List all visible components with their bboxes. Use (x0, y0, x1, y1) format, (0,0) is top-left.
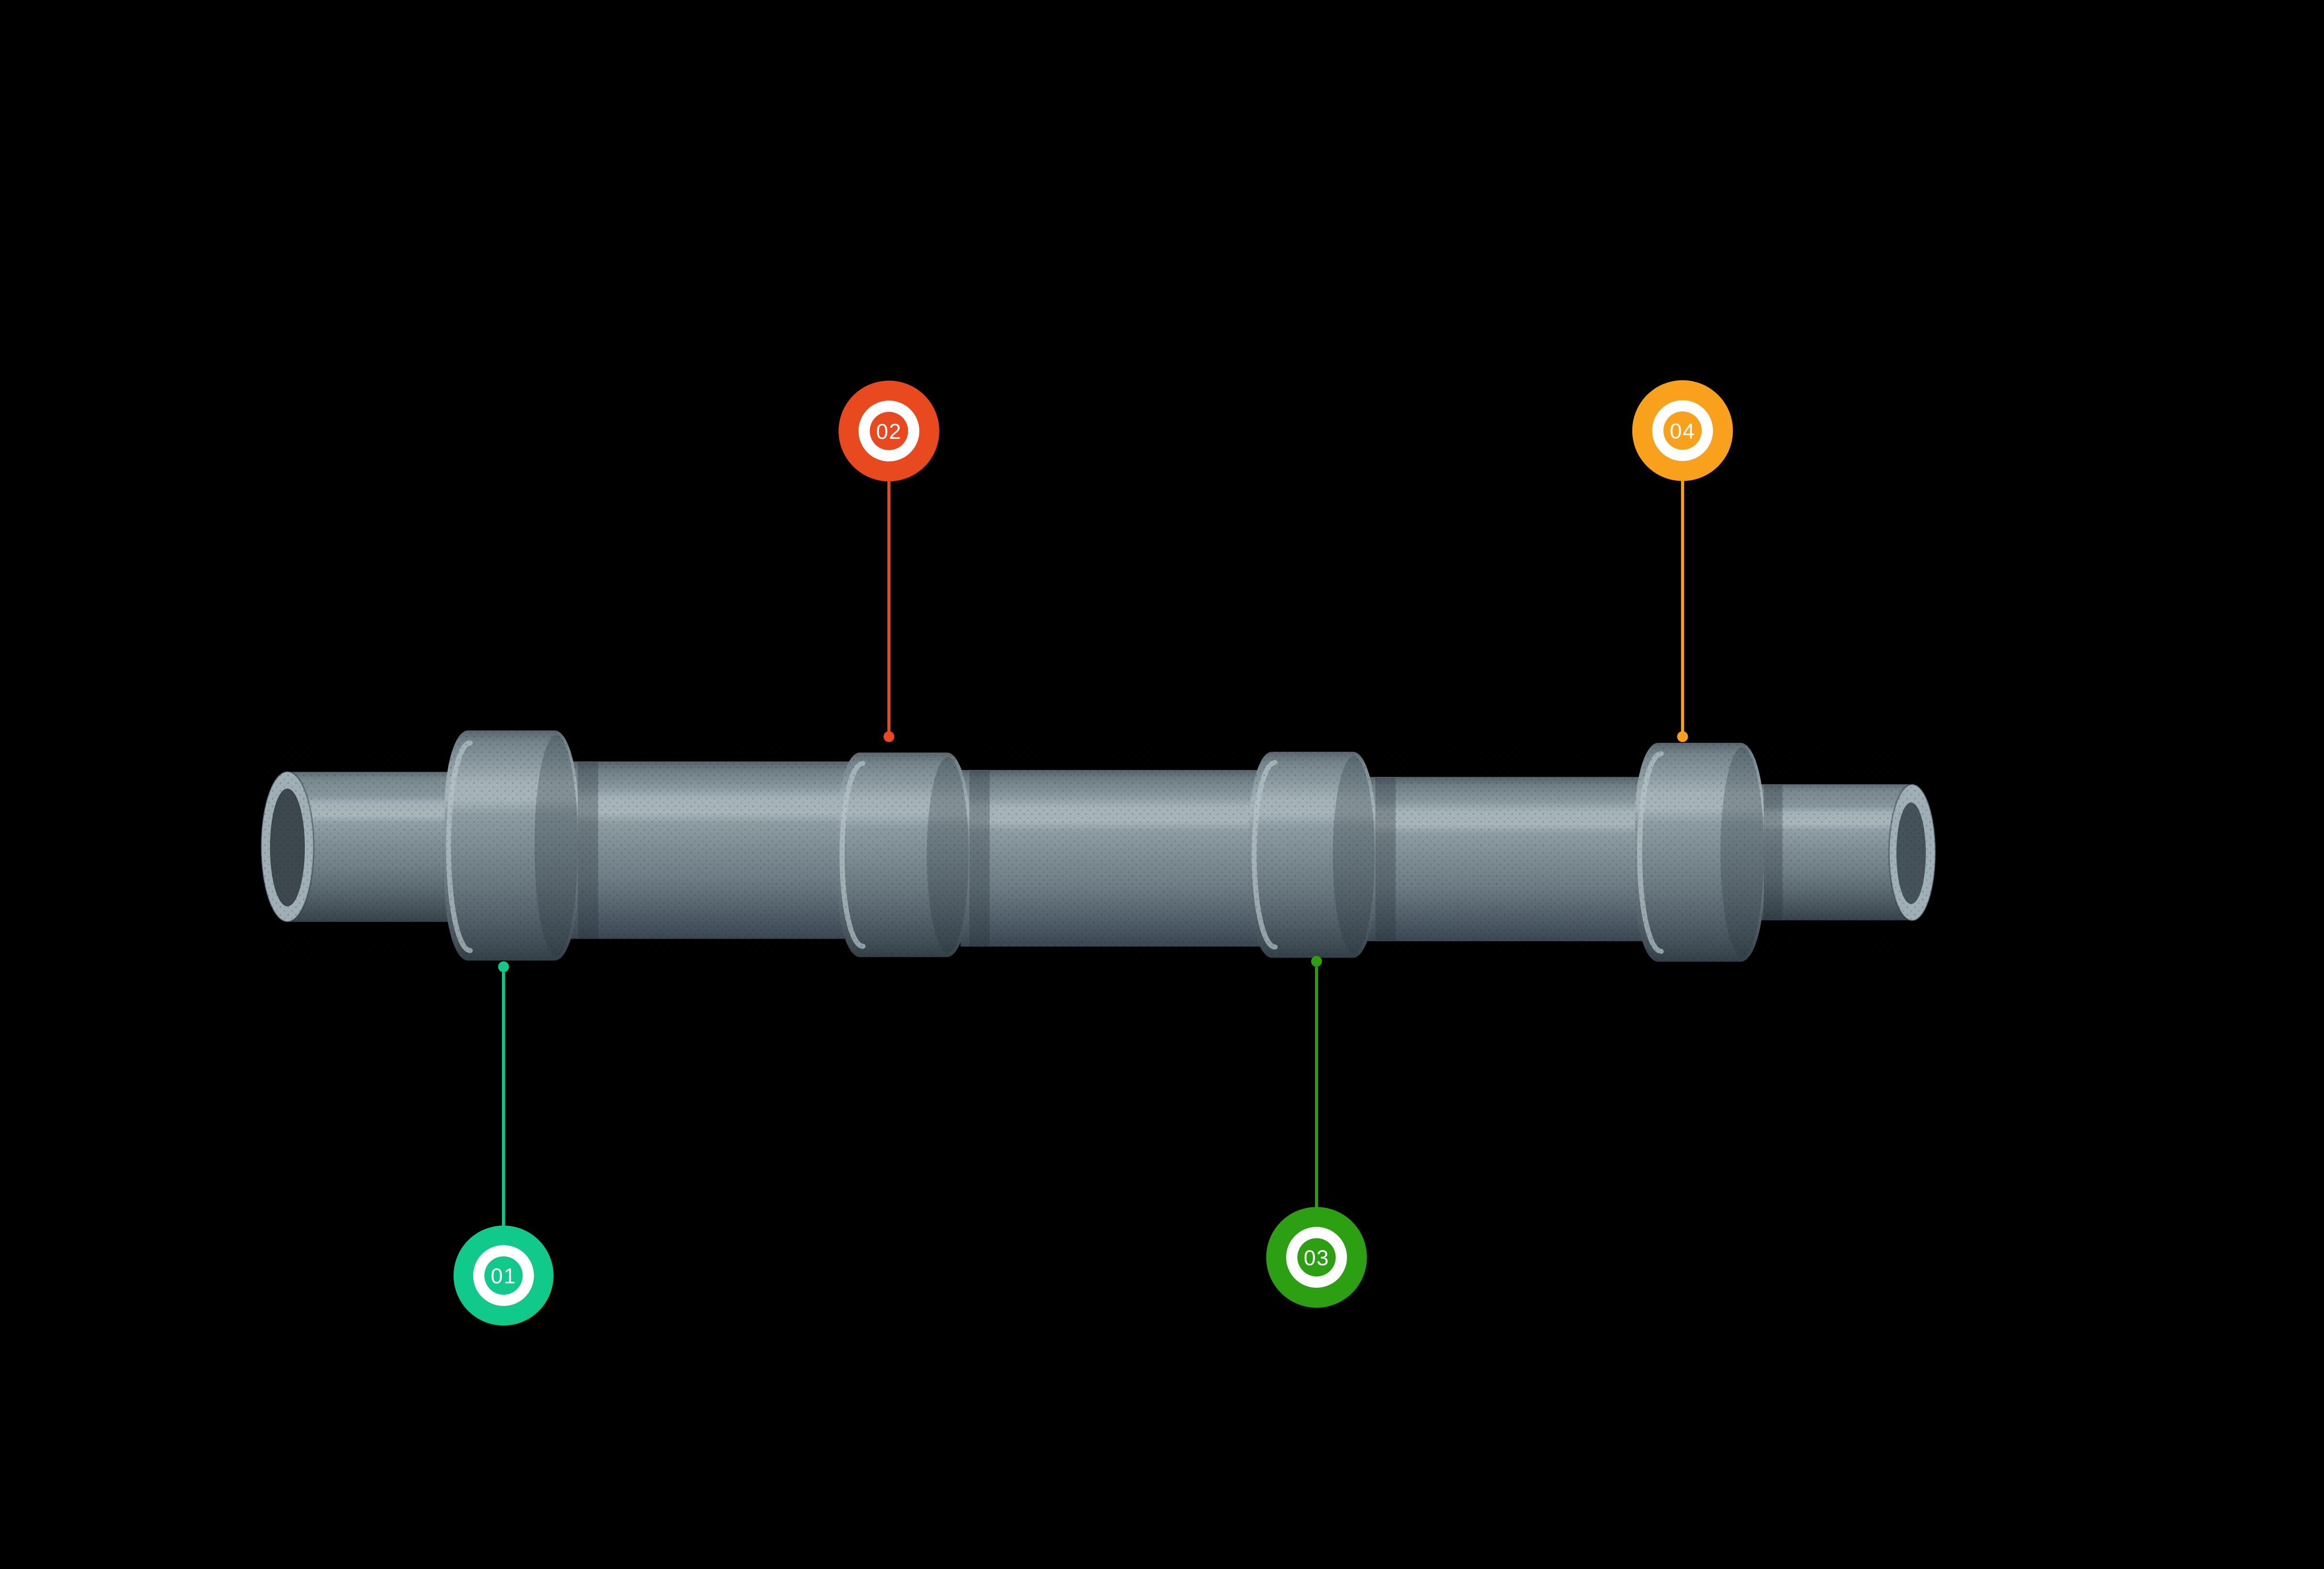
marker-01-anchor-dot (498, 961, 509, 973)
marker-04-anchor-dot (1677, 731, 1688, 742)
marker-03-ring (1286, 1227, 1347, 1288)
marker-02: 02 (838, 380, 939, 742)
marker-04-pin[interactable] (1632, 380, 1733, 481)
marker-04-label: 04 (1670, 419, 1695, 443)
marker-04-ring (1652, 400, 1713, 461)
marker-03-pin[interactable] (1266, 1207, 1367, 1308)
marker-02-label: 02 (876, 419, 902, 444)
marker-01-label: 01 (491, 1264, 516, 1288)
marker-01-ring (473, 1245, 534, 1306)
shaft-surface-texture (261, 729, 1938, 962)
marker-02-pin[interactable] (838, 380, 939, 482)
marker-01-pin[interactable] (453, 1225, 554, 1326)
marker-02-ring (858, 400, 919, 462)
marker-03-label: 03 (1304, 1245, 1329, 1270)
shaft-illustration (260, 729, 1938, 962)
marker-03: 03 (1266, 956, 1367, 1308)
marker-04: 04 (1632, 380, 1733, 742)
marker-02-anchor-dot (883, 731, 895, 742)
marker-01: 01 (453, 961, 554, 1326)
marker-03-anchor-dot (1311, 956, 1322, 967)
